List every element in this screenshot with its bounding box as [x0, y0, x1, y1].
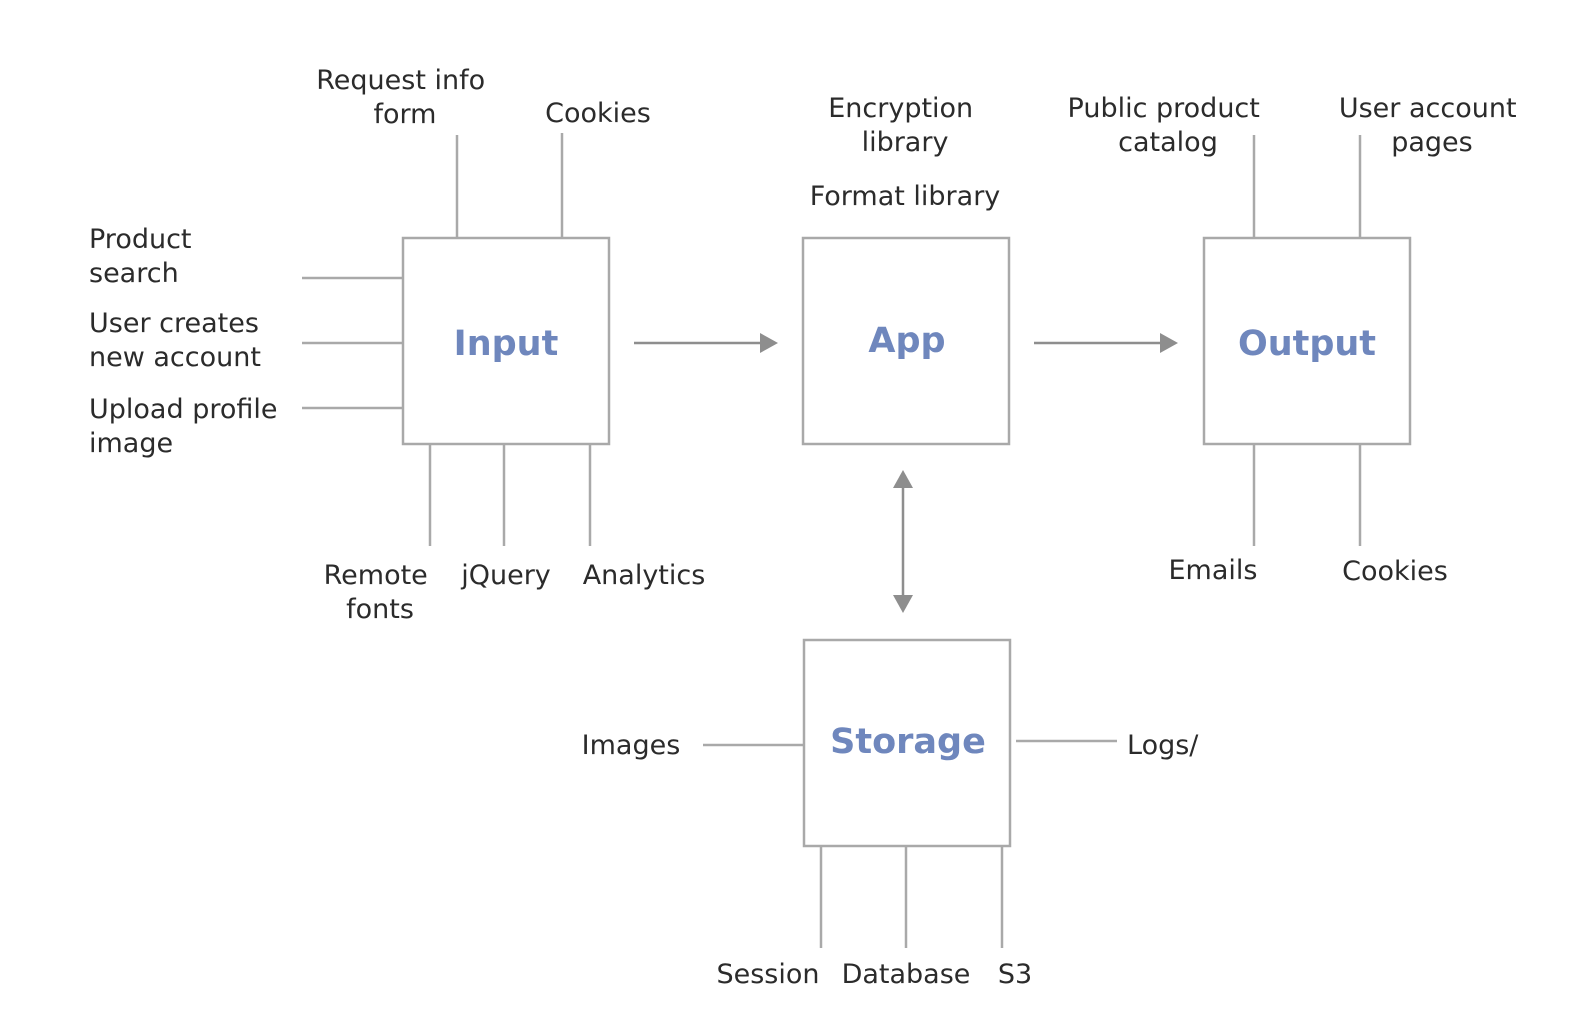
label-line: Upload profile: [89, 394, 277, 425]
storage-right-label-logs: Logs/: [1127, 730, 1199, 761]
label-line: User account: [1339, 93, 1517, 124]
storage-group: Storage Images Logs/ Session Database S3: [582, 638, 1199, 990]
output-box: [1202, 236, 1412, 446]
storage-left-label-images: Images: [582, 730, 681, 761]
label-line: Public product: [1068, 93, 1260, 124]
arrow-input-to-app: [634, 333, 778, 353]
label-line: form: [374, 99, 437, 130]
arrow-app-storage-bidirectional: [893, 470, 913, 613]
label-line: User creates: [89, 308, 259, 339]
input-group: Input Request info form Cookies Product …: [89, 65, 705, 625]
label-line: fonts: [346, 594, 414, 625]
output-box-label: Output: [1238, 324, 1376, 364]
input-left-label-product-search: Product search: [89, 224, 200, 289]
storage-box: [802, 638, 1012, 848]
label-line: Request info: [316, 65, 485, 96]
output-top-label-user-account: User account pages: [1339, 93, 1525, 158]
app-top-label-encryption: Encryption library: [828, 93, 982, 158]
arrow-app-to-output: [1034, 333, 1178, 353]
label-line: catalog: [1118, 127, 1218, 158]
arrow-head-up: [893, 470, 913, 488]
arrow-head: [1160, 333, 1178, 353]
input-box: [401, 236, 611, 446]
input-left-label-upload-profile: Upload profile image: [89, 394, 286, 459]
input-top-label-cookies: Cookies: [545, 98, 651, 129]
label-line: library: [862, 127, 949, 158]
input-left-label-user-creates: User creates new account: [89, 308, 268, 373]
label-line: Remote: [324, 560, 428, 591]
input-box-label: Input: [454, 324, 559, 364]
storage-bottom-label-database: Database: [842, 959, 971, 990]
arrow-head: [760, 333, 778, 353]
output-top-label-public-catalog: Public product catalog: [1068, 93, 1269, 158]
output-group: Output Public product catalog User accou…: [1068, 93, 1525, 587]
input-bottom-label-remote-fonts: Remote fonts: [324, 560, 437, 625]
storage-bottom-label-session: Session: [716, 959, 819, 990]
label-line: pages: [1391, 127, 1473, 158]
label-line: Product: [89, 224, 192, 255]
app-group: App Encryption library Format library: [801, 93, 1011, 446]
output-bottom-label-cookies: Cookies: [1342, 556, 1448, 587]
app-box-label: App: [868, 321, 945, 361]
arrow-head-down: [893, 595, 913, 613]
label-line: image: [89, 428, 173, 459]
output-bottom-label-emails: Emails: [1169, 555, 1258, 586]
storage-box-label: Storage: [830, 722, 986, 762]
input-top-label-request-info: Request info form: [316, 65, 494, 130]
label-line: Encryption: [828, 93, 973, 124]
label-line: search: [89, 258, 179, 289]
app-top-label-format: Format library: [810, 181, 1001, 212]
input-bottom-label-analytics: Analytics: [583, 560, 706, 591]
app-box: [801, 236, 1011, 446]
input-bottom-label-jquery: jQuery: [460, 560, 551, 591]
label-line: new account: [89, 342, 261, 373]
storage-bottom-label-s3: S3: [998, 959, 1032, 990]
